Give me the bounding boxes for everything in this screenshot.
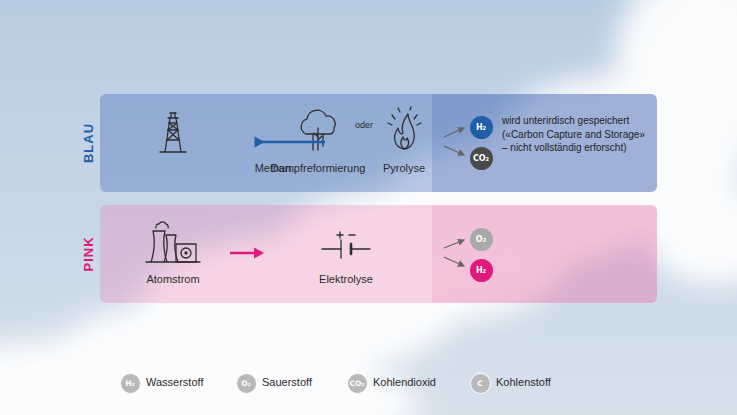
legend-symbol: O₂ <box>241 379 251 388</box>
item-caption: Pyrolyse <box>379 162 430 174</box>
molecule-circle: H₂ <box>470 116 493 139</box>
or-label: oder <box>355 120 373 130</box>
process-item: Elektrolyse <box>266 221 426 303</box>
molecule-label: H₂ <box>476 266 486 275</box>
legend-symbol: C <box>477 379 483 388</box>
storage-note: wird unterirdisch gespeichert («Carbon C… <box>502 114 652 155</box>
source-item: Methan <box>223 110 323 192</box>
molecule-label: H₂ <box>476 123 486 132</box>
source-item: Atomstrom <box>118 221 228 303</box>
molecule-circle: O₂ <box>470 228 493 251</box>
pink-band: PINKAtomstromElektrolyseO₂H₂ <box>100 205 657 303</box>
molecule-circle: CO₂ <box>470 147 493 170</box>
legend-swatch: CO₂ <box>347 373 368 394</box>
product-panel <box>432 205 657 303</box>
legend-swatch: C <box>470 373 491 394</box>
derrick-icon <box>160 113 186 152</box>
blue-band: BLAUMethanDampfreformierungPyrolysewird … <box>100 94 657 192</box>
item-caption: Dampfreformierung <box>267 162 370 174</box>
legend-text: Sauerstoff <box>262 376 312 388</box>
flame-icon <box>388 107 421 149</box>
legend-text: Kohlenstoff <box>496 376 551 388</box>
legend-symbol: H₂ <box>125 379 135 388</box>
molecule-circle: H₂ <box>470 259 493 282</box>
process-item: Pyrolyse <box>379 110 430 192</box>
flow-arrow <box>230 248 264 259</box>
item-caption: Elektrolyse <box>266 273 426 285</box>
item-caption: Atomstrom <box>118 273 228 285</box>
molecule-label: O₂ <box>476 235 486 244</box>
battery-icon <box>322 232 370 258</box>
band-heading: PINK <box>81 236 96 271</box>
legend-symbol: CO₂ <box>349 379 364 388</box>
legend-swatch: O₂ <box>236 373 257 394</box>
product-arrows <box>444 128 464 266</box>
flow-arrow <box>255 137 326 148</box>
steam-reforming-icon <box>301 110 335 150</box>
legend-swatch: H₂ <box>120 373 141 394</box>
legend-text: Wasserstoff <box>146 376 203 388</box>
process-item: Dampfreformierung <box>267 110 370 192</box>
product-panel: wird unterirdisch gespeichert («Carbon C… <box>432 94 657 192</box>
legend-text: Kohlendioxid <box>373 376 436 388</box>
molecule-label: CO₂ <box>473 154 489 163</box>
nuclear-plant-icon <box>146 222 200 262</box>
band-heading: BLAU <box>81 123 96 163</box>
